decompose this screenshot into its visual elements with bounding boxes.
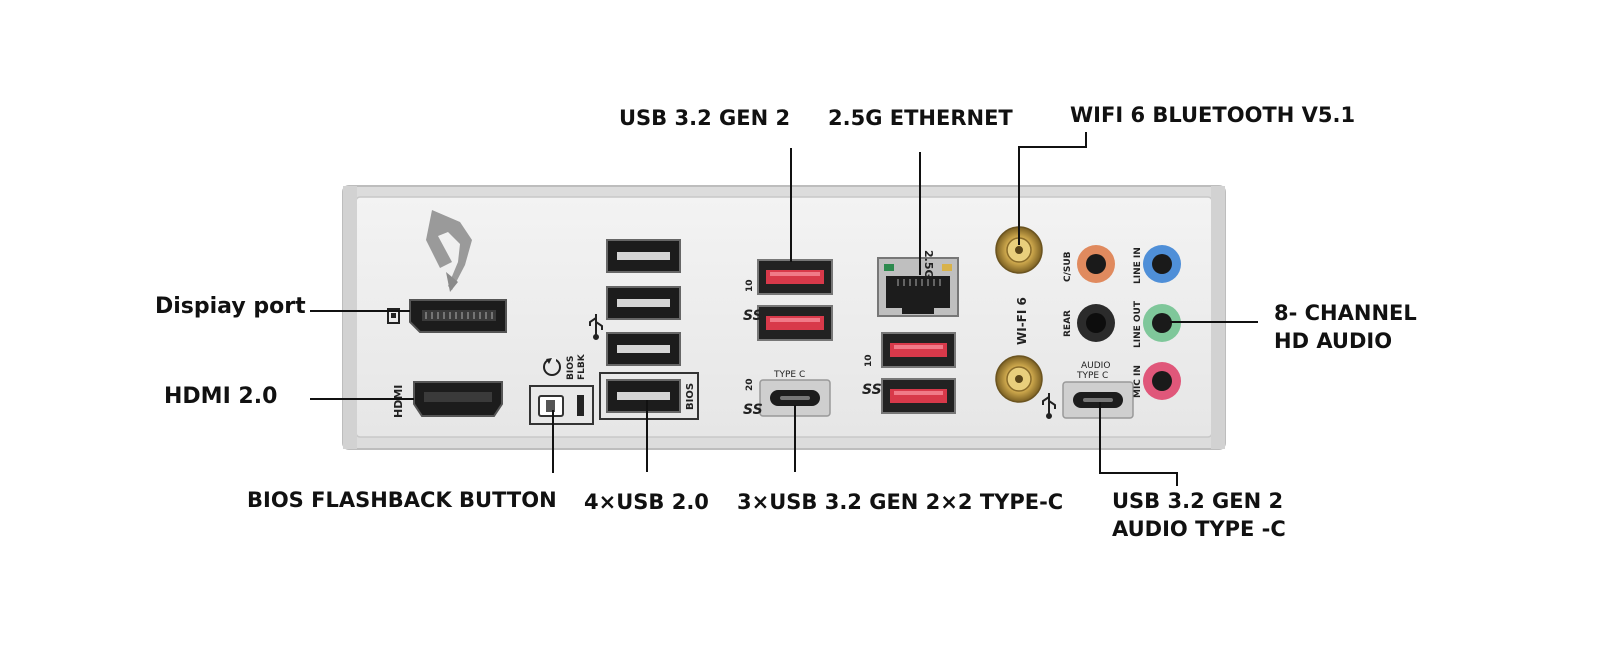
usb-typec-20g-port <box>759 379 831 417</box>
type-c-label: TYPE C <box>773 370 805 380</box>
wifi-antenna-connector-top <box>995 226 1043 274</box>
svg-text:10: 10 <box>745 279 755 292</box>
usb32-gen2-lower-ports <box>881 332 956 414</box>
leader-wifi <box>1018 132 1087 245</box>
usb2-port-4 <box>606 379 681 413</box>
svg-text:SS: SS <box>743 402 763 418</box>
superspeed-20-icon: SS 20 <box>743 378 763 418</box>
hdmi-panel-label: HDMI <box>392 385 405 418</box>
svg-text:10: 10 <box>864 354 874 367</box>
usb32-gen2-ports <box>757 259 833 341</box>
jack-rear <box>1077 304 1115 342</box>
svg-text:SS: SS <box>743 308 763 324</box>
callout-ethernet: 2.5G ETHERNET <box>828 106 1013 130</box>
callout-audio-line1: 8- CHANNEL <box>1274 301 1417 325</box>
ethernet-port <box>877 257 959 317</box>
jack-line-in <box>1143 245 1181 283</box>
eth-speed-label: 2.5G <box>922 250 935 279</box>
line-out-label: LINE OUT <box>1133 300 1143 348</box>
superspeed-10-icon: SS 10 <box>743 279 763 324</box>
leader-lines <box>310 132 1258 486</box>
audio-typec-port <box>1062 381 1134 419</box>
jack-c-sub <box>1077 245 1115 283</box>
svg-text:SS: SS <box>862 382 882 398</box>
usb32-red-port-4 <box>881 378 956 414</box>
callout-usb20: 4×USB 2.0 <box>584 490 709 514</box>
callout-bios-flashback-button: BIOS FLASHBACK BUTTON <box>247 488 557 512</box>
usb2-port-1 <box>606 239 681 273</box>
callout-audio-typec-line2: AUDIO TYPE -C <box>1112 517 1286 541</box>
callout-wifi: WIFI 6 BLUETOOTH V5.1 <box>1070 103 1356 127</box>
usb32-red-port-2 <box>757 305 833 341</box>
audio-type-c-label-1: AUDIO <box>1081 361 1110 371</box>
callout-audio-line2: HD AUDIO <box>1274 329 1393 353</box>
usb-icon-audio <box>1042 393 1056 419</box>
usb2-port-3 <box>606 332 681 366</box>
bios-flashback-button <box>529 385 594 425</box>
jack-mic-in <box>1143 362 1181 400</box>
line-in-label: LINE IN <box>1133 247 1143 284</box>
bios-flbk-label-1: BIOS <box>566 356 576 380</box>
audio-type-c-label-2: TYPE C <box>1076 371 1108 381</box>
usb32-red-port-3 <box>881 332 956 368</box>
callout-hdmi: HDMI 2.0 <box>164 384 278 409</box>
usb2-port-2 <box>606 286 681 320</box>
rear-label: REAR <box>1063 310 1073 337</box>
mic-in-label: MIC IN <box>1133 365 1143 398</box>
wifi-antenna-connector-bottom <box>995 355 1043 403</box>
leader-audio-typec <box>1099 402 1178 486</box>
displayport-icon <box>387 308 400 324</box>
hdmi-port <box>413 381 503 417</box>
callout-usb32-gen2: USB 3.2 GEN 2 <box>619 106 791 130</box>
wifi-panel-label: WI-FI 6 <box>1015 297 1029 345</box>
usb-icon <box>589 314 603 340</box>
displayport-port <box>409 299 507 333</box>
c-sub-label: C/SUB <box>1063 251 1073 282</box>
callout-display-port: Dispiay port <box>155 294 306 319</box>
refresh-icon <box>543 357 561 376</box>
callout-usb32-typec: 3×USB 3.2 GEN 2×2 TYPE-C <box>737 490 1064 514</box>
svg-text:20: 20 <box>745 378 755 391</box>
usb32-red-port-1 <box>757 259 833 295</box>
superspeed-10-icon-2: SS 10 <box>862 354 882 398</box>
audio-jacks <box>1077 245 1181 400</box>
callout-audio-typec-line1: USB 3.2 GEN 2 <box>1112 489 1284 513</box>
rog-logo <box>426 210 472 292</box>
bios-flbk-label-2: FLBK <box>577 353 587 380</box>
usb2-port-stack <box>599 239 699 420</box>
jack-line-out <box>1143 304 1181 342</box>
bios-port-label: BIOS <box>685 383 696 410</box>
